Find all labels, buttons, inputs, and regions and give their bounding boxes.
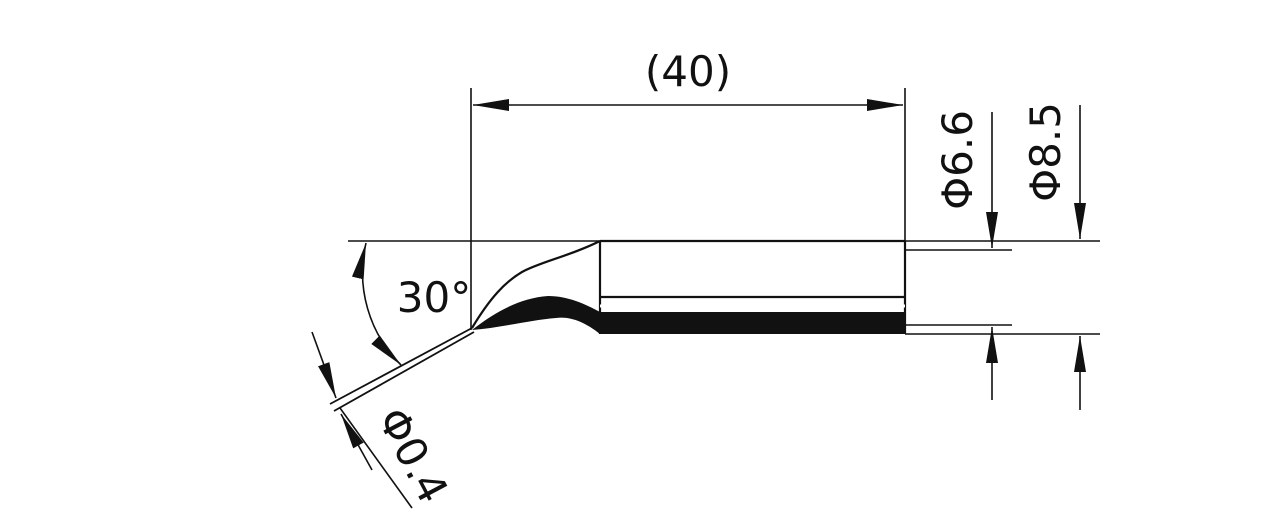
needle-tip	[329, 327, 475, 412]
angle-dimension	[351, 242, 402, 366]
tip-diameter-label: Φ0.4	[368, 400, 458, 511]
angle-arc	[351, 242, 402, 366]
reference-lines	[348, 240, 1100, 335]
diameter-8-5-label: Φ8.5	[1021, 102, 1070, 202]
length-dimension	[470, 88, 906, 330]
tip-diameter-line-upper	[311, 331, 337, 399]
length-label: (40)	[645, 47, 731, 96]
needle-upper-edge	[329, 327, 473, 405]
diameter-6-6-label: Φ6.6	[933, 110, 982, 210]
tip-diameter-dimension	[311, 331, 413, 509]
tip-body	[471, 239, 907, 334]
angle-label: 30°	[397, 273, 471, 322]
needle-lower-edge	[333, 331, 475, 412]
tip-diameter-leader	[339, 407, 413, 509]
bevel-upper-curve	[471, 240, 601, 329]
shaft-dark-band	[472, 296, 905, 334]
tip-diameter-line-lower	[340, 413, 373, 471]
